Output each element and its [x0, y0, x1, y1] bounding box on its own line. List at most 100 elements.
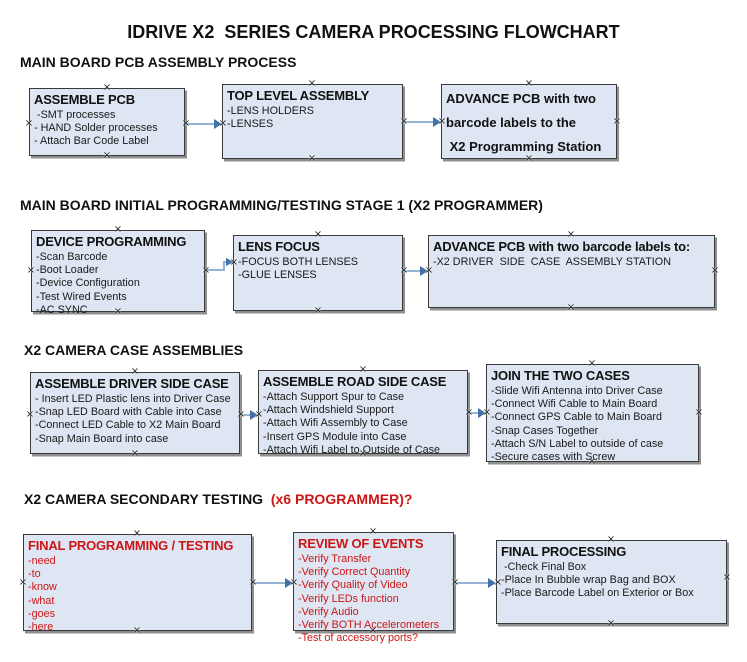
box-item: -Device Configuration [36, 277, 140, 290]
connector-arrow-elbow[interactable] [204, 256, 238, 272]
flow-box-review-of-events[interactable]: REVIEW OF EVENTS -Verify Transfer -Verif… [293, 532, 454, 644]
box-item: -Test Wired Events [36, 290, 127, 303]
box-item: -Scan Barcode [36, 251, 108, 263]
arrow-shaft [206, 261, 227, 271]
arrow-head-icon [488, 578, 496, 588]
box-item: -to [28, 568, 41, 581]
box-item-list: -SMT processes - HAND Solder processes -… [34, 109, 180, 149]
flow-box-final-programming-testing[interactable]: FINAL PROGRAMMING / TESTING -need -to -k… [23, 534, 252, 634]
box-item: -Snap LED Board with Cable into Case [35, 406, 222, 419]
box-item: - Attach Bar Code Label [34, 135, 149, 148]
box-item: -Attach Wifi Label to Outside of Case [263, 443, 441, 456]
box-item: -Verify Transfer [298, 553, 372, 565]
flow-box-final-processing[interactable]: FINAL PROCESSING -Check Final Box -Place… [496, 540, 727, 624]
box-item: -SMT processes [34, 109, 116, 121]
flow-box-assemble-driver-side-case[interactable]: ASSEMBLE DRIVER SIDE CASE - Insert LED P… [30, 372, 240, 454]
box-item-list: - Insert LED Plastic lens into Driver Ca… [35, 393, 235, 446]
box-item-list: -Scan Barcode -Boot Loader -Device Confi… [36, 251, 200, 317]
box-text-line: barcode labels to the [446, 115, 577, 130]
box-item: -Slide Wifi Antenna into Driver Case [491, 385, 663, 397]
arrow-shaft [404, 270, 420, 272]
box-item-list: -Check Final Box -Place In Bubble wrap B… [501, 561, 722, 601]
connector-arrow[interactable] [404, 266, 428, 276]
arrow-head-icon [250, 410, 258, 420]
box-title: LENS FOCUS [238, 239, 320, 254]
box-item: -X2 DRIVER SIDE CASE ASSEMBLY STATION [433, 256, 671, 268]
flow-box-lens-focus[interactable]: LENS FOCUS -FOCUS BOTH LENSES -GLUE LENS… [233, 235, 403, 311]
box-item-list: -LENS HOLDERS -LENSES [227, 105, 398, 131]
box-item-list: -Verify Transfer -Verify Correct Quantit… [298, 553, 449, 645]
box-title: JOIN THE TWO CASES [491, 368, 630, 383]
connector-arrow[interactable] [455, 578, 496, 588]
box-item: -LENSES [227, 118, 274, 131]
box-item: -Attach Wifi Assembly to Case [263, 417, 408, 430]
box-item: -Snap Main Board into case [35, 432, 169, 445]
box-item: -goes [28, 607, 56, 620]
flow-box-top-level-assembly[interactable]: TOP LEVEL ASSEMBLY -LENS HOLDERS -LENSES [222, 84, 403, 159]
box-item: -LENS HOLDERS [227, 105, 314, 117]
section-heading-red: (x6 PROGRAMMER)? [270, 491, 413, 507]
box-item-list: -FOCUS BOTH LENSES -GLUE LENSES [238, 256, 398, 282]
box-item: -Verify Correct Quantity [298, 566, 411, 579]
connector-arrow[interactable] [241, 410, 258, 420]
flow-box-advance-pcb-driver-side[interactable]: ADVANCE PCB with two barcode labels to: … [428, 235, 715, 308]
box-item: -here [28, 621, 54, 634]
box-item-list: -X2 DRIVER SIDE CASE ASSEMBLY STATION [433, 256, 710, 269]
box-item: -Place Barcode Label on Exterior or Box [501, 587, 694, 600]
section-heading-black: X2 CAMERA SECONDARY TESTING [24, 491, 271, 507]
box-item: -GLUE LENSES [238, 269, 317, 282]
connector-arrow[interactable] [469, 408, 486, 418]
box-item: -Verify Quality of Video [298, 579, 408, 592]
connector-arrow[interactable] [186, 119, 222, 129]
box-item: -Snap Cases Together [491, 424, 599, 437]
box-title: FINAL PROGRAMMING / TESTING [28, 538, 234, 553]
box-item: -need [28, 555, 56, 567]
flow-box-device-programming[interactable]: DEVICE PROGRAMMING -Scan Barcode -Boot L… [31, 230, 205, 316]
box-item: -Verify BOTH Accelerometers [298, 619, 439, 632]
box-title: REVIEW OF EVENTS [298, 536, 424, 551]
box-item: -Place In Bubble wrap Bag and BOX [501, 574, 676, 587]
box-item: -Insert GPS Module into Case [263, 430, 407, 443]
box-item-list: -Attach Support Spur to Case -Attach Win… [263, 391, 463, 457]
arrow-shaft [241, 414, 250, 416]
box-text-line: X2 Programming Station [446, 139, 602, 154]
box-item: -Attach Windshield Support [263, 404, 394, 417]
connector-arrow[interactable] [253, 578, 293, 588]
arrow-head-icon [226, 258, 234, 266]
section-heading-pcb-assembly: MAIN BOARD PCB ASSEMBLY PROCESS [20, 54, 297, 70]
arrow-shaft [455, 582, 488, 584]
connector-arrow[interactable] [404, 117, 441, 127]
arrow-shaft [186, 123, 214, 125]
flow-box-advance-pcb-programming-station[interactable]: ADVANCE PCB with two barcode labels to t… [441, 84, 617, 159]
box-item: -Check Final Box [501, 561, 587, 573]
box-item: -Verify LEDs function [298, 592, 399, 605]
box-title: ASSEMBLE PCB [34, 92, 135, 107]
section-heading-secondary-testing: X2 CAMERA SECONDARY TESTING (x6 PROGRAMM… [24, 491, 412, 507]
box-item: - Insert LED Plastic lens into Driver Ca… [35, 393, 231, 405]
box-text-line: ADVANCE PCB with two [446, 91, 596, 106]
box-item: -FOCUS BOTH LENSES [238, 256, 358, 268]
box-item: -know [28, 581, 57, 594]
flow-box-assemble-road-side-case[interactable]: ASSEMBLE ROAD SIDE CASE -Attach Support … [258, 370, 468, 457]
box-item: -Verify Audio [298, 605, 359, 618]
box-item: - HAND Solder processes [34, 122, 158, 135]
section-heading-initial-programming: MAIN BOARD INITIAL PROGRAMMING/TESTING S… [20, 197, 543, 213]
box-title: ASSEMBLE ROAD SIDE CASE [263, 374, 447, 389]
box-item: -Connect GPS Cable to Main Board [491, 411, 663, 424]
arrow-head-icon [285, 578, 293, 588]
box-item: -Connect Wifi Cable to Main Board [491, 398, 658, 411]
box-title: ASSEMBLE DRIVER SIDE CASE [35, 376, 229, 391]
box-item: -Connect LED Cable to X2 Main Board [35, 419, 221, 432]
box-item: -what [28, 594, 55, 607]
flow-box-join-the-two-cases[interactable]: JOIN THE TWO CASES -Slide Wifi Antenna i… [486, 364, 699, 464]
box-title: DEVICE PROGRAMMING [36, 234, 187, 249]
flow-box-assemble-pcb[interactable]: ASSEMBLE PCB -SMT processes - HAND Solde… [29, 88, 185, 156]
box-item: -Secure cases with Screw [491, 451, 616, 464]
arrow-shaft [253, 582, 285, 584]
box-item: -Test of accessory ports? [298, 632, 419, 645]
section-heading-case-assemblies: X2 CAMERA CASE ASSEMBLIES [24, 342, 244, 358]
arrow-shaft [469, 412, 478, 414]
box-item: -AC SYNC [36, 303, 88, 316]
box-title: ADVANCE PCB with two barcode labels to: [433, 239, 691, 254]
box-item-list: -need -to -know -what -goes -here [28, 555, 247, 634]
